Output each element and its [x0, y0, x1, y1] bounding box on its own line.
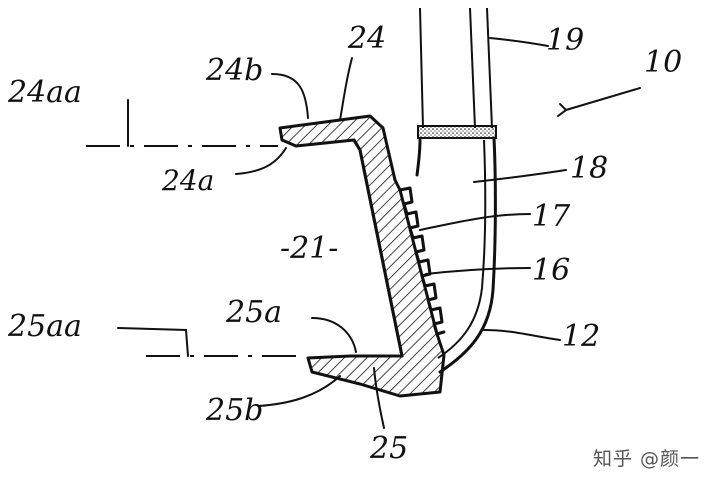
label-16: 16 — [532, 253, 570, 288]
nozzle-inner-wall — [437, 139, 487, 359]
label-21: -21- — [280, 231, 338, 266]
label-24b: 24b — [205, 53, 263, 88]
label-17: 17 — [532, 199, 571, 234]
nozzle-body-18 — [415, 136, 497, 374]
label-10: 10 — [644, 45, 682, 80]
stippled-band — [417, 125, 497, 139]
label-24a: 24a — [161, 164, 214, 197]
label-25b: 25b — [205, 393, 263, 428]
label-12: 12 — [562, 319, 600, 354]
label-24aa: 24aa — [7, 75, 82, 110]
watermark-text: 知乎 @颜一 — [592, 448, 700, 470]
tube-upper-walls — [419, 7, 493, 129]
channel-inner-edge — [352, 138, 404, 358]
label-25aa: 25aa — [7, 309, 82, 344]
leader-lines — [117, 37, 641, 429]
label-24: 24 — [347, 21, 386, 56]
label-25: 25 — [369, 431, 408, 466]
label-25a: 25a — [225, 295, 282, 330]
label-19: 19 — [546, 23, 584, 58]
serrated-wall — [398, 186, 446, 336]
label-18: 18 — [570, 151, 608, 186]
